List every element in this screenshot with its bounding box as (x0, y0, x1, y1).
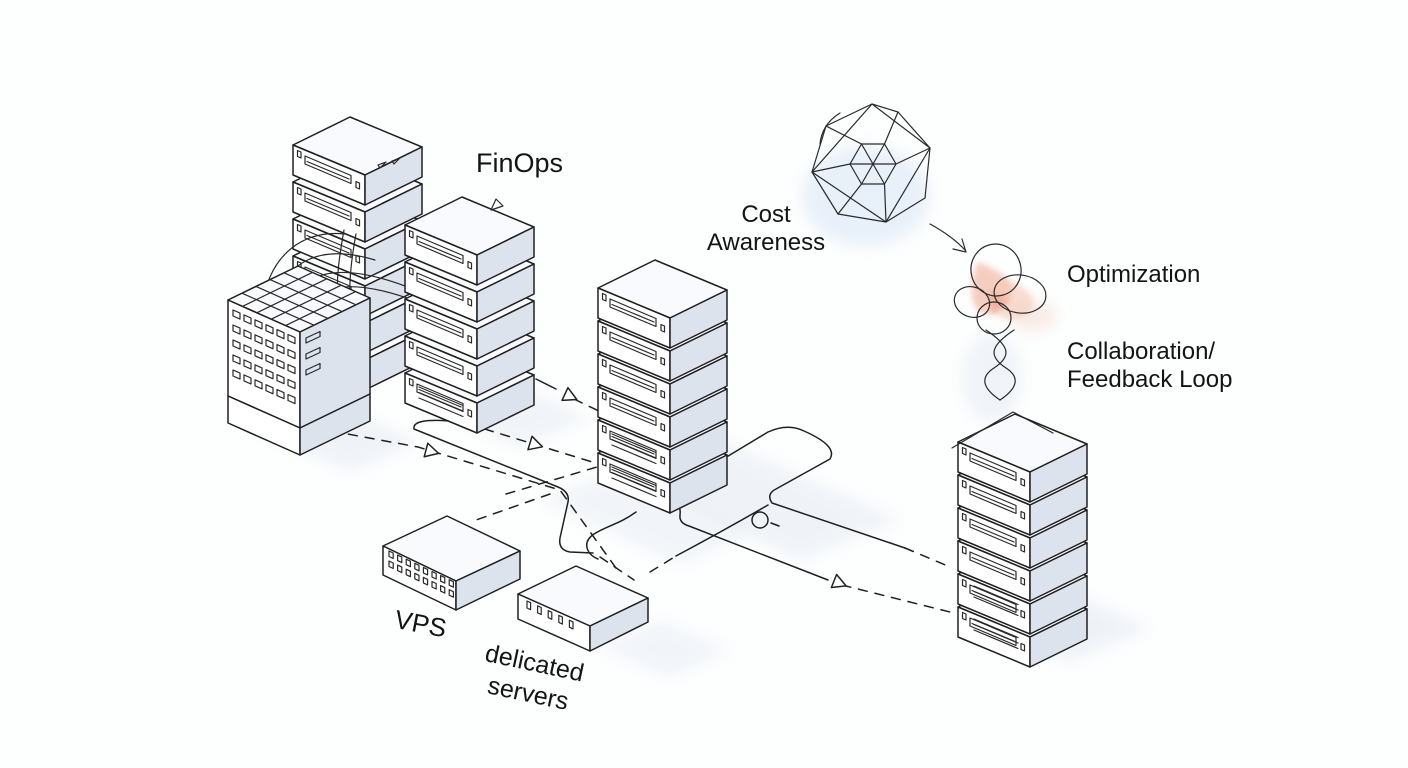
right-server-stack (957, 413, 1088, 668)
back-left-server-stack (292, 116, 423, 391)
finops-label: FinOps (476, 148, 564, 178)
optimization-label: Optimization (1067, 261, 1201, 288)
cost-awareness-line1: Cost (741, 201, 791, 228)
dna-twist-icon (951, 329, 1054, 449)
right-loop-line (704, 426, 906, 549)
geodesic-sphere-icon (811, 103, 931, 223)
collaboration-label: Collaboration/ Feedback Loop (1067, 338, 1232, 394)
collaboration-line1: Collaboration/ (1067, 338, 1216, 365)
cost-awareness-label: Cost Awareness (690, 201, 842, 257)
finops-server-stack (404, 196, 535, 434)
triangle-arrow-icon (830, 573, 850, 594)
cost-awareness-line2: Awareness (706, 229, 826, 256)
vps-box-illustration (382, 515, 521, 611)
left-dashed-line (314, 427, 617, 569)
knot-flower-icon (953, 243, 1047, 335)
finops-outbound-line (413, 419, 594, 554)
triangle-arrow-icon (423, 442, 442, 461)
vps-dashed-line (475, 493, 551, 521)
middle-to-boxes-line (586, 511, 637, 560)
circle-node-icon (751, 511, 769, 529)
middle-server-stack (597, 259, 728, 514)
polyhedron-to-flower-arrow (929, 223, 967, 253)
rack-cube-illustration (227, 265, 371, 456)
dedicated-server-box-illustration (517, 565, 649, 652)
collaboration-line2: Feedback Loop (1067, 366, 1233, 393)
triangle-arrow-icon (561, 386, 581, 407)
